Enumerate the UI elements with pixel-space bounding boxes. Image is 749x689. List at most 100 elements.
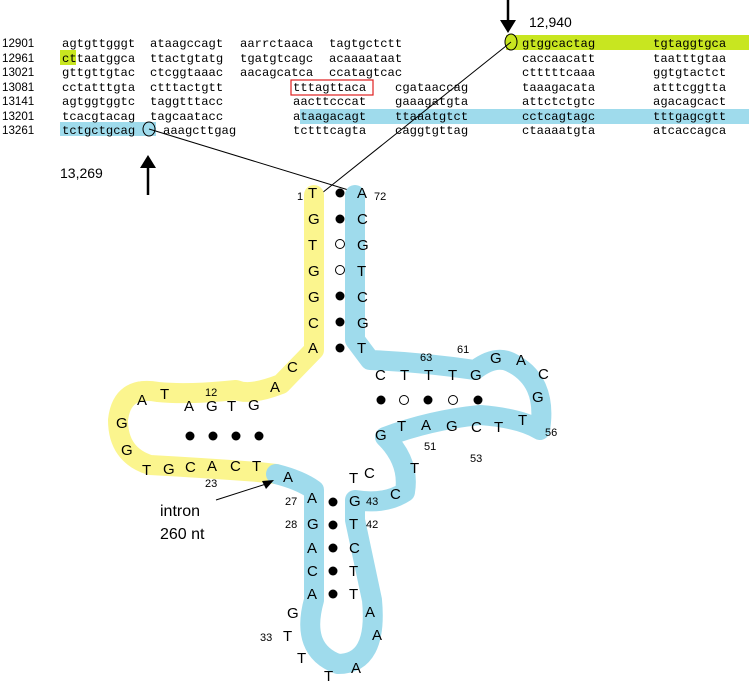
connector-end <box>148 128 356 193</box>
intron-length-label: 260 nt <box>160 526 205 543</box>
pair-dot <box>335 343 345 353</box>
nt: C <box>357 211 368 228</box>
pair-dot <box>335 188 345 198</box>
nt: G <box>287 605 299 622</box>
row-position: 13201 <box>2 110 34 123</box>
nt: T <box>297 650 306 667</box>
seq-group: tagtgctctt <box>329 37 402 51</box>
pair-dot <box>231 431 241 441</box>
nt: A <box>372 627 382 644</box>
seq-group: ataagacagt <box>293 110 366 124</box>
seq-group: acaaaataat <box>329 52 402 66</box>
pair-dot <box>185 431 195 441</box>
connector-start <box>316 41 512 198</box>
seq-group: cctatttgta <box>62 81 135 95</box>
seq-group: tctttcagta <box>293 124 366 138</box>
blue-strand <box>266 185 552 674</box>
seq-group: taatttgtaa <box>653 52 726 66</box>
position-numbers: 1 72 12 23 27 28 43 42 33 63 61 51 53 56 <box>205 191 557 644</box>
nt: G <box>357 315 369 332</box>
nt: T <box>357 263 366 280</box>
nt: A <box>365 604 375 621</box>
nt: T <box>494 419 503 436</box>
yellow-strand <box>108 185 324 484</box>
nt: G <box>375 427 387 444</box>
row-position: 12901 <box>2 37 34 50</box>
nt: T <box>357 340 366 357</box>
nt: A <box>307 490 317 507</box>
seq-group: cgataaccag <box>395 81 468 95</box>
seq-group: aacagcatca <box>240 66 313 80</box>
row-position: 13141 <box>2 95 34 108</box>
pair-dot <box>328 520 338 530</box>
seq-group: agacagcact <box>653 95 726 109</box>
nt: A <box>351 660 361 677</box>
nt: G <box>308 289 320 306</box>
boxed-motif <box>290 79 374 96</box>
nt: T <box>400 367 409 384</box>
highlight-blue-row7 <box>60 122 156 136</box>
num-label: 53 <box>470 453 482 465</box>
nt: G <box>357 237 369 254</box>
seq-group: agtgttgggt <box>62 37 135 51</box>
start-position-label: 12,940 <box>529 14 572 30</box>
nt: G <box>446 418 458 435</box>
nt: A <box>516 352 526 369</box>
nt: C <box>364 465 375 482</box>
seq-group: gtggcactag <box>522 37 595 51</box>
seq-group: agtggtggtc <box>62 95 135 109</box>
pair-dot <box>376 395 386 405</box>
nt: T <box>142 462 151 479</box>
seq-group: caggtgttag <box>395 124 468 138</box>
nt: G <box>532 389 544 406</box>
pair-dot-open <box>448 395 458 405</box>
nt: T <box>397 418 406 435</box>
intron-label: intron <box>160 503 200 520</box>
num-label: 61 <box>457 344 469 356</box>
num-label: 27 <box>285 496 297 508</box>
nt: A <box>307 586 317 603</box>
row-position: 12961 <box>2 52 34 65</box>
nt: A <box>308 340 318 357</box>
seq-group: attctctgtc <box>522 95 595 109</box>
num-label: 28 <box>285 519 297 531</box>
row-position: 13261 <box>2 124 34 137</box>
pair-dot <box>328 543 338 553</box>
nt: C <box>538 366 549 383</box>
nt: C <box>308 315 319 332</box>
nt: G <box>308 263 320 280</box>
seq-group: ttactgtatg <box>150 52 223 66</box>
seq-group: cttaatggca <box>62 52 135 66</box>
nt: C <box>375 367 386 384</box>
nt: C <box>390 486 401 503</box>
down-arrow-icon <box>500 20 516 33</box>
nt: T <box>160 386 169 403</box>
nt: C <box>230 458 241 475</box>
seq-group: ctaaaatgta <box>522 124 595 138</box>
num-label: 12 <box>205 387 217 399</box>
nt: A <box>307 540 317 557</box>
end-marker-circle <box>142 121 156 137</box>
seq-group: ccatagtcac <box>329 66 402 80</box>
pair-dot <box>328 497 338 507</box>
nt: T <box>308 237 317 254</box>
row-position: 13021 <box>2 66 34 79</box>
nt: C <box>357 289 368 306</box>
nt: C <box>307 563 318 580</box>
num-label: 23 <box>205 478 217 490</box>
seq-group: gttgttgtac <box>62 66 135 80</box>
seq-group: tttgagcgtt <box>653 110 726 124</box>
nt: C <box>185 459 196 476</box>
nt: T <box>349 470 358 487</box>
pair-dot <box>335 291 345 301</box>
pair-dot <box>335 317 345 327</box>
nt: G <box>163 461 175 478</box>
nt: T <box>349 586 358 603</box>
nt: G <box>308 211 320 228</box>
nt: G <box>490 350 502 367</box>
pair-dot <box>335 214 345 224</box>
seq-group: aarrctaaca <box>240 37 313 51</box>
intron-arrow-shaft <box>215 483 267 501</box>
nt: T <box>324 668 333 685</box>
